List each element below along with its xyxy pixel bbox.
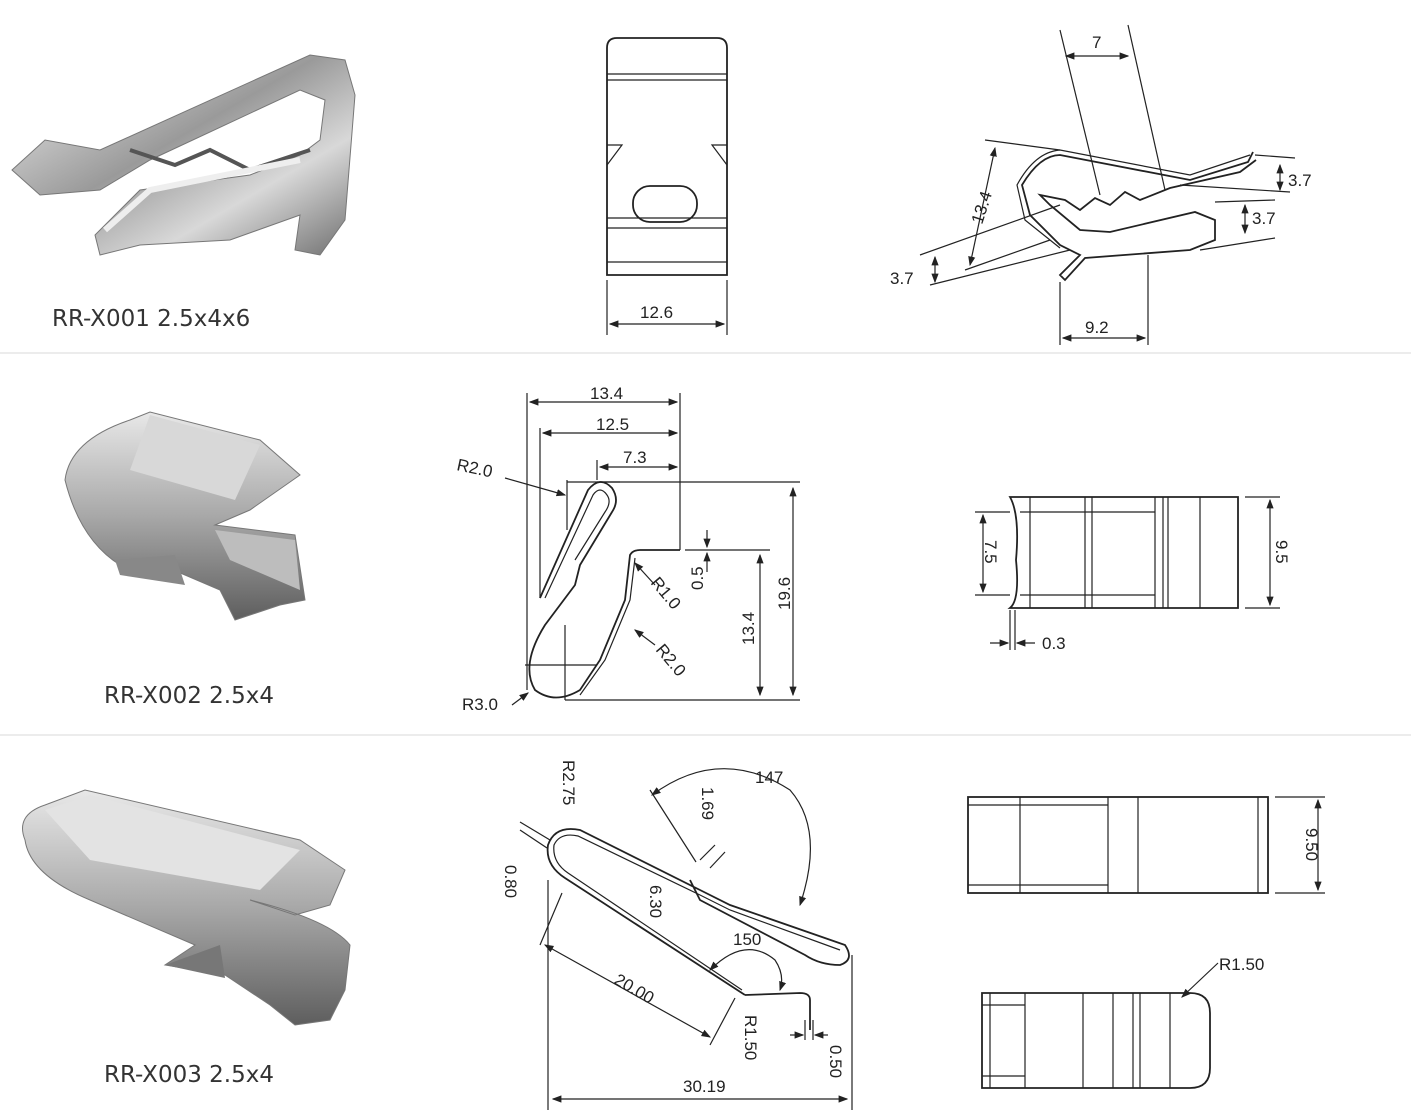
dimension-label: 0.80 bbox=[501, 865, 520, 898]
dimension-label: R1.0 bbox=[647, 573, 685, 613]
dimension-label: 19.6 bbox=[775, 577, 794, 610]
dimension-label: 9.5 bbox=[1272, 540, 1291, 564]
dimension-label: R1.50 bbox=[741, 1015, 760, 1060]
dimension-label: 0.5 bbox=[688, 566, 707, 590]
top-view-drawing-rr-x002 bbox=[975, 496, 1280, 650]
dimension-label: 1.69 bbox=[698, 787, 717, 820]
profile-drawing-rr-x002 bbox=[504, 393, 800, 706]
product-photo-rr-x003 bbox=[22, 789, 351, 1026]
dimension-label: 0.3 bbox=[1042, 634, 1066, 653]
front-view-drawing-rr-x001 bbox=[606, 37, 728, 335]
dimension-label: 9.2 bbox=[1085, 318, 1109, 337]
dimension-label: 13.4 bbox=[968, 189, 996, 226]
dimension-label: R2.75 bbox=[559, 760, 578, 805]
dimension-label: 30.19 bbox=[683, 1077, 726, 1096]
dimension-label: R1.50 bbox=[1219, 955, 1264, 974]
top-view-drawing-rr-x003 bbox=[967, 796, 1325, 894]
dimension-label: 147 bbox=[755, 768, 783, 787]
product-photo-rr-x002 bbox=[64, 411, 306, 621]
dimension-label: 7 bbox=[1092, 33, 1101, 52]
dimension-label: 3.7 bbox=[1252, 209, 1276, 228]
dimension-label: 12.5 bbox=[596, 415, 629, 434]
dimension-label: R3.0 bbox=[462, 695, 498, 714]
side-view-drawing-rr-x001 bbox=[919, 24, 1296, 345]
dimension-label: 13.4 bbox=[590, 384, 623, 403]
dimension-label: 9.50 bbox=[1302, 828, 1321, 861]
product-name: RR-X001 2.5x4x6 bbox=[52, 306, 250, 332]
product-photo-rr-x001 bbox=[11, 54, 356, 256]
dimension-label: 150 bbox=[733, 930, 761, 949]
dimension-label: 6.30 bbox=[646, 885, 665, 918]
dimension-label: 12.6 bbox=[640, 303, 673, 322]
dimension-label: 3.7 bbox=[890, 269, 914, 288]
product-name: RR-X003 2.5x4 bbox=[104, 1062, 274, 1088]
profile-drawing-rr-x003 bbox=[519, 768, 853, 1110]
dimension-label: 7.5 bbox=[981, 540, 1000, 564]
product-name: RR-X002 2.5x4 bbox=[104, 683, 274, 709]
dimension-label: R2.0 bbox=[455, 455, 494, 481]
bottom-view-drawing-rr-x003 bbox=[981, 962, 1219, 1089]
dimension-label: 3.7 bbox=[1288, 171, 1312, 190]
dimension-label: 13.4 bbox=[739, 612, 758, 645]
dimension-label: 0.50 bbox=[826, 1045, 845, 1078]
dimension-label: 7.3 bbox=[623, 448, 647, 467]
dimension-label: R2.0 bbox=[652, 640, 690, 680]
dimension-label: 20.00 bbox=[611, 970, 657, 1008]
